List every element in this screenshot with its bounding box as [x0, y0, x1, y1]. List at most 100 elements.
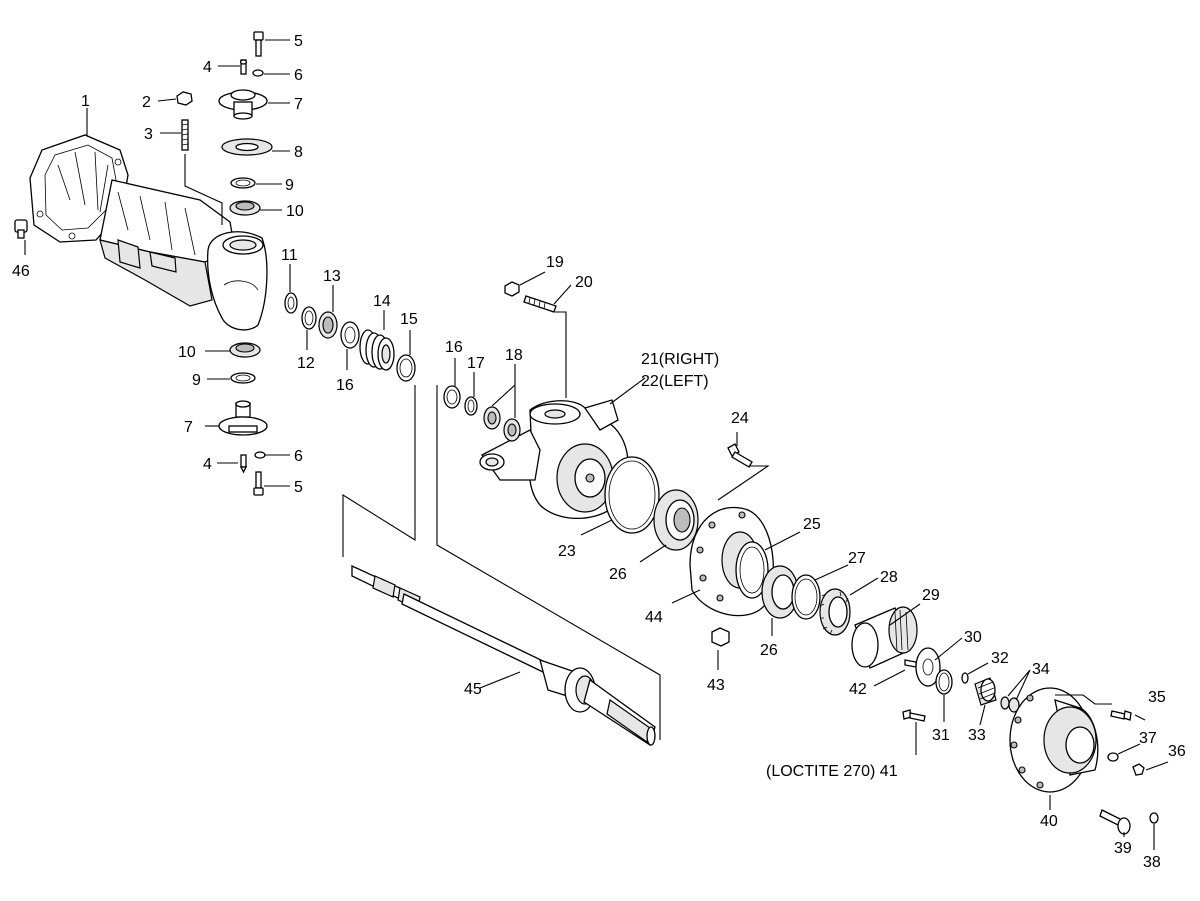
label-10-lower: 10 [178, 344, 196, 361]
label-35: 35 [1148, 689, 1166, 706]
wheel-hub-40 [1009, 687, 1099, 793]
nut [176, 91, 193, 106]
plug-36 [1132, 763, 1145, 776]
bolt-lower [253, 471, 264, 496]
stud [181, 119, 189, 151]
label-14: 14 [373, 293, 391, 310]
label-29: 29 [922, 587, 940, 604]
ring-gear-28 [819, 588, 851, 636]
parts-34 [1000, 696, 1020, 713]
label-6-lower: 6 [294, 448, 303, 465]
kingpin-cap-upper [218, 89, 268, 120]
seal-37 [1107, 752, 1119, 762]
label-5-lower: 5 [294, 479, 303, 496]
bearing-upper [229, 200, 261, 216]
label-30: 30 [964, 629, 982, 646]
label-44: 44 [645, 609, 663, 626]
label-1: 1 [81, 93, 90, 110]
washer-upper [252, 69, 264, 77]
label-4-lower: 4 [203, 456, 212, 473]
label-28: 28 [880, 569, 898, 586]
label-25: 25 [803, 516, 821, 533]
planet-carrier-29 [851, 606, 918, 669]
bushing-18 [483, 406, 521, 442]
label-17: 17 [467, 355, 485, 372]
label-18: 18 [505, 347, 523, 364]
seal-upper [230, 177, 256, 189]
label-38: 38 [1143, 854, 1161, 871]
label-16a: 16 [336, 377, 354, 394]
label-16b: 16 [445, 339, 463, 356]
seal-16b [443, 385, 461, 409]
leader-lines [24, 39, 1169, 850]
label-8: 8 [294, 144, 303, 161]
label-2: 2 [142, 94, 151, 111]
grease-nipple-lower [239, 454, 248, 474]
bolt-upper [253, 31, 264, 57]
drain-plug [14, 219, 28, 239]
bolt-24 [727, 443, 753, 468]
label-21: 21(RIGHT) [641, 351, 719, 368]
label-9-upper: 9 [285, 177, 294, 194]
label-41: (LOCTITE 270) 41 [766, 763, 898, 780]
pin-42 [904, 659, 917, 668]
screw-35 [1110, 710, 1132, 721]
label-23: 23 [558, 543, 576, 560]
label-27: 27 [848, 550, 866, 567]
label-15: 15 [400, 311, 418, 328]
label-13: 13 [323, 268, 341, 285]
label-39: 39 [1114, 840, 1132, 857]
o-ring-23 [604, 456, 660, 534]
bearing-lower [229, 342, 261, 358]
grease-nipple-upper [239, 59, 248, 75]
seal-lower [230, 372, 256, 384]
label-31: 31 [932, 727, 950, 744]
label-4-upper: 4 [203, 59, 212, 76]
bearing-13 [318, 311, 338, 339]
label-43: 43 [707, 677, 725, 694]
label-9-lower: 9 [192, 372, 201, 389]
label-40: 40 [1040, 813, 1058, 830]
screw-41 [902, 709, 926, 722]
bellows-14 [359, 329, 395, 371]
bearing-26b [761, 565, 799, 619]
label-34: 34 [1032, 661, 1050, 678]
label-10-upper: 10 [286, 203, 304, 220]
label-37: 37 [1139, 730, 1157, 747]
label-12: 12 [297, 355, 315, 372]
o-ring-11 [284, 292, 298, 314]
label-24: 24 [731, 410, 749, 427]
steering-knuckle [479, 399, 629, 520]
ring-17 [464, 396, 478, 416]
label-3: 3 [144, 126, 153, 143]
axle-housing [29, 134, 268, 331]
nut-19 [504, 281, 520, 297]
label-11: 11 [281, 247, 298, 264]
ring-25 [735, 541, 769, 599]
label-26a: 26 [609, 566, 627, 583]
label-7-lower: 7 [184, 419, 193, 436]
ring-38 [1149, 812, 1159, 824]
washer-lower [254, 451, 266, 459]
snap-ring-31 [935, 669, 953, 695]
part-number-labels: 1 2 3 4 5 6 7 8 9 10 11 12 13 14 15 16 1… [12, 33, 1186, 871]
nut-43 [711, 627, 730, 647]
sun-gear-33 [974, 677, 997, 706]
label-19: 19 [546, 254, 564, 271]
pin-39 [1099, 809, 1131, 835]
ring-12 [301, 306, 317, 330]
label-20: 20 [575, 274, 593, 291]
label-6-upper: 6 [294, 67, 303, 84]
axle-shaft [351, 564, 656, 747]
o-ring-27 [791, 574, 821, 620]
label-32: 32 [991, 650, 1009, 667]
kingpin-cap-lower [218, 400, 268, 436]
bearing-26a [653, 489, 699, 551]
label-46: 46 [12, 263, 30, 280]
label-45: 45 [464, 681, 482, 698]
label-33: 33 [968, 727, 986, 744]
label-36: 36 [1168, 743, 1186, 760]
label-5-upper: 5 [294, 33, 303, 50]
label-22: 22(LEFT) [641, 373, 709, 390]
